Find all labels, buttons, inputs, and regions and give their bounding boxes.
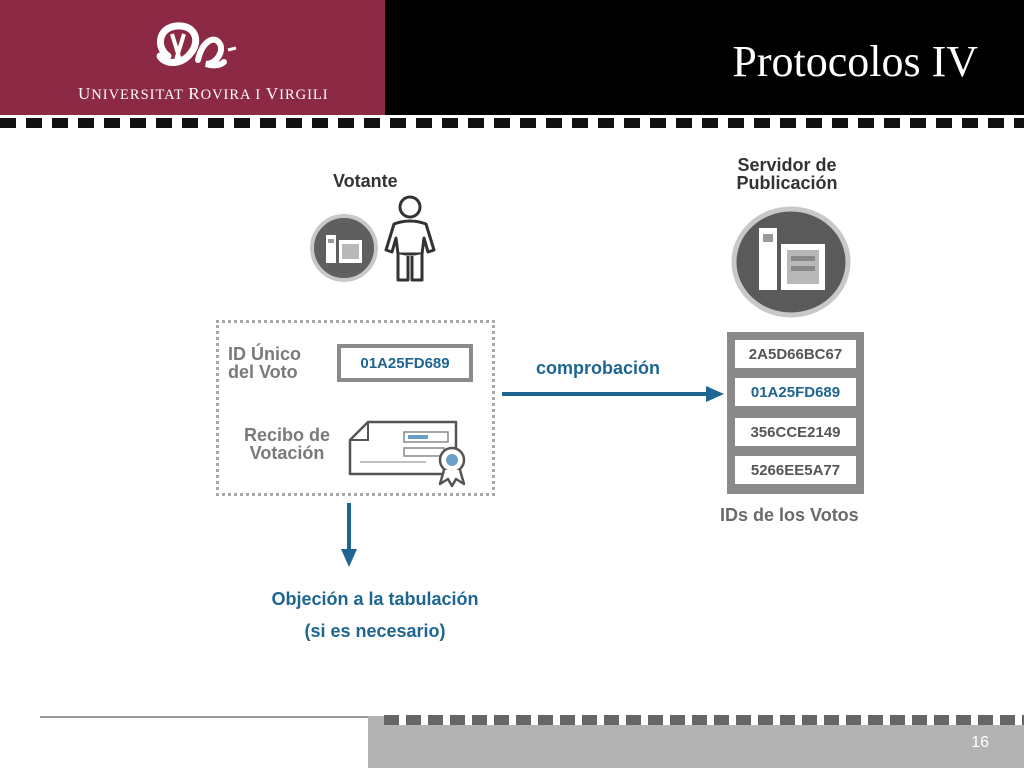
published-id-item: 356CCE2149 — [735, 418, 856, 446]
verification-arrow-label: comprobación — [536, 358, 661, 378]
published-ids-panel: 2A5D66BC67 01A25FD689 356CCE2149 5266EE5… — [727, 332, 864, 494]
footer-dashed-divider — [384, 715, 1024, 725]
published-id-item: 2A5D66BC67 — [735, 340, 856, 368]
receipt-label: Recibo de Votación — [244, 425, 331, 463]
published-ids-caption: IDs de los Votos — [720, 505, 859, 525]
page-number: 16 — [971, 734, 989, 751]
vote-id-label: ID Único del Voto — [228, 344, 302, 382]
objection-label: Objeción a la tabulación (si es necesari… — [271, 589, 479, 641]
university-name: UNIVERSITAT ROVIRA I VIRGILI — [78, 84, 329, 103]
voter-label: Votante — [333, 171, 398, 191]
published-id-item: 5266EE5A77 — [735, 456, 856, 484]
voter-person-icon — [384, 195, 436, 282]
header-dashed-divider — [0, 118, 1024, 128]
server-computer-icon — [731, 206, 851, 318]
header-title-panel — [385, 0, 1024, 115]
arrow-down-icon — [341, 503, 357, 567]
slide-title: Protocolos IV — [732, 37, 978, 86]
university-logo-icon — [156, 22, 237, 69]
voter-computer-icon — [310, 214, 378, 282]
receipt-certificate-icon — [348, 420, 466, 488]
vote-id-value: 01A25FD689 — [337, 344, 473, 382]
arrow-right-icon — [502, 386, 724, 402]
footer-divider — [40, 716, 370, 718]
voter-receipt-box — [216, 320, 495, 496]
footer-bar — [368, 725, 1024, 768]
header-brand-panel — [0, 0, 385, 115]
server-label: Servidor de Publicación — [736, 155, 838, 193]
published-id-item-matched: 01A25FD689 — [735, 378, 856, 406]
